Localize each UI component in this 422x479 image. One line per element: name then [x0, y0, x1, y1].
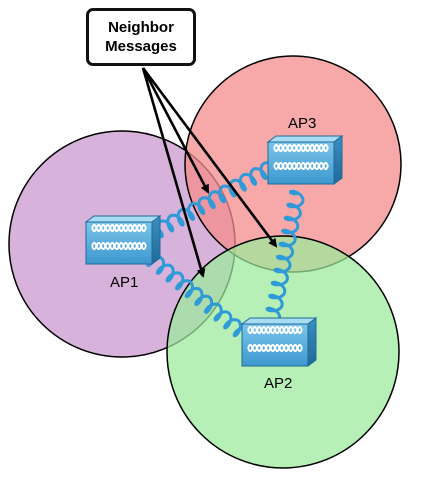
wave-mark: [91, 241, 147, 251]
ap1-label: AP1: [110, 274, 139, 291]
wave-mark: [273, 161, 329, 171]
arrow-to-ap1-ap2-link: [141, 67, 206, 278]
callout-line-1: Neighbor: [108, 19, 174, 36]
ap1-ap2-link: [146, 255, 252, 339]
access-point-icon: [266, 135, 344, 185]
neighbor-messages-callout: Neighbor Messages: [86, 8, 196, 66]
wave-mark: [247, 325, 303, 335]
arrow-to-ap3-ap2-link: [141, 67, 278, 248]
access-point-devices: [84, 135, 344, 367]
ap3-ap2-link: [265, 189, 305, 326]
wireless-links: [146, 161, 305, 339]
coverage-cells: [8, 55, 402, 469]
ap2-label: AP2: [264, 375, 293, 392]
wave-mark: [247, 343, 303, 353]
access-point-icon: [240, 317, 318, 367]
ap3-label: AP3: [288, 115, 317, 132]
wave-mark: [273, 143, 329, 153]
arrow-to-ap1-ap3-link: [141, 67, 210, 194]
wave-mark: [91, 223, 147, 233]
neighbor-message-arrows: [141, 67, 278, 278]
callout-line-2: Messages: [105, 38, 177, 55]
access-point-icon: [84, 215, 162, 265]
ap1-ap3-link: [155, 161, 275, 239]
